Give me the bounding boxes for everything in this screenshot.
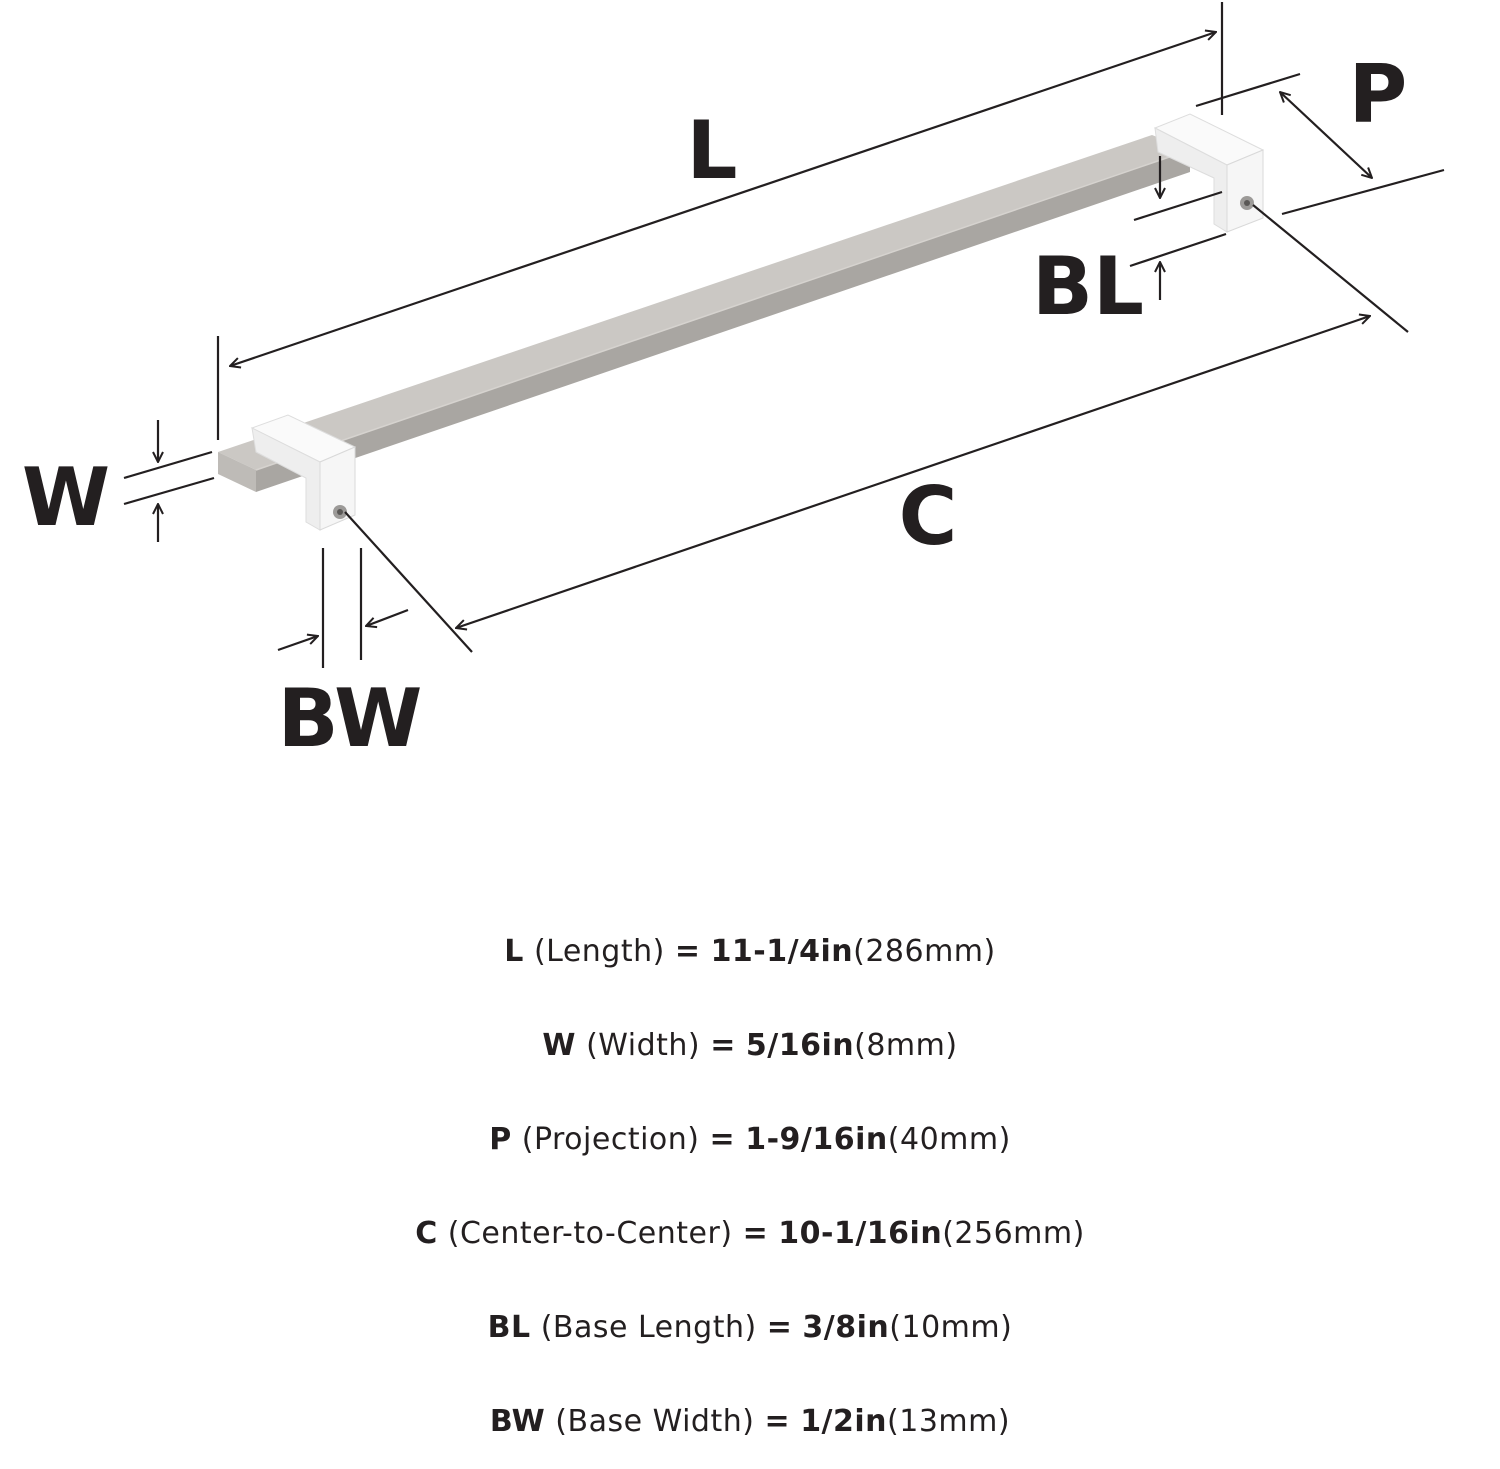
spec-equals: = <box>709 1122 736 1157</box>
spec-projection: P (Projection) = 1-9/16in(40mm) <box>0 1093 1500 1187</box>
spec-width: W (Width) = 5/16in(8mm) <box>0 999 1500 1093</box>
spec-imperial: 5/16in <box>745 1028 855 1063</box>
spec-length: L (Length) = 11-1/4in(286mm) <box>0 905 1500 999</box>
spec-metric: (8mm) <box>854 1028 958 1063</box>
label-BW: BW <box>278 672 423 765</box>
spec-name: (Center-to-Center) <box>447 1216 733 1251</box>
spec-center-to-center: C (Center-to-Center) = 10-1/16in(256mm) <box>0 1187 1500 1281</box>
bar-front-face <box>218 452 256 492</box>
spec-key: C <box>415 1216 438 1251</box>
dimension-specs-list: L (Length) = 11-1/4in(286mm) W (Width) =… <box>0 905 1500 1469</box>
dimension-C <box>344 204 1409 653</box>
dimension-BL <box>1129 156 1227 300</box>
spec-name: (Base Length) <box>540 1310 757 1345</box>
spec-metric: (10mm) <box>889 1310 1013 1345</box>
spec-name: (Projection) <box>521 1122 700 1157</box>
spec-base-width: BW (Base Width) = 1/2in(13mm) <box>0 1375 1500 1469</box>
label-W: W <box>22 451 110 544</box>
spec-metric: (256mm) <box>942 1216 1085 1251</box>
handle-dimension-diagram: L P BL W C BW <box>22 2 1445 765</box>
spec-key: W <box>542 1028 577 1063</box>
spec-imperial: 11-1/4in <box>710 934 854 969</box>
spec-key: L <box>504 934 524 969</box>
spec-key: BL <box>487 1310 531 1345</box>
dimension-P <box>1195 72 1445 216</box>
spec-imperial: 1-9/16in <box>745 1122 888 1157</box>
label-C: C <box>899 470 958 563</box>
spec-metric: (13mm) <box>887 1404 1011 1439</box>
spec-base-length: BL (Base Length) = 3/8in(10mm) <box>0 1281 1500 1375</box>
spec-key: P <box>489 1122 512 1157</box>
spec-name: (Length) <box>533 934 665 969</box>
spec-key: BW <box>489 1404 546 1439</box>
spec-equals: = <box>674 934 701 969</box>
spec-imperial: 10-1/16in <box>778 1216 943 1251</box>
dimension-L <box>216 2 1224 440</box>
spec-equals: = <box>742 1216 769 1251</box>
spec-equals: = <box>766 1310 793 1345</box>
spec-equals: = <box>710 1028 736 1063</box>
spec-equals: = <box>764 1404 791 1439</box>
left-post <box>250 414 357 531</box>
label-L: L <box>687 104 738 197</box>
spec-name: (Width) <box>586 1028 701 1063</box>
label-BL: BL <box>1032 240 1144 333</box>
spec-name: (Base Width) <box>555 1404 755 1439</box>
dimension-W <box>123 420 215 542</box>
label-P: P <box>1349 48 1408 141</box>
spec-imperial: 3/8in <box>802 1310 890 1345</box>
spec-imperial: 1/2in <box>800 1404 888 1439</box>
spec-metric: (286mm) <box>853 934 996 969</box>
spec-metric: (40mm) <box>887 1122 1011 1157</box>
dimension-BW <box>277 548 409 668</box>
